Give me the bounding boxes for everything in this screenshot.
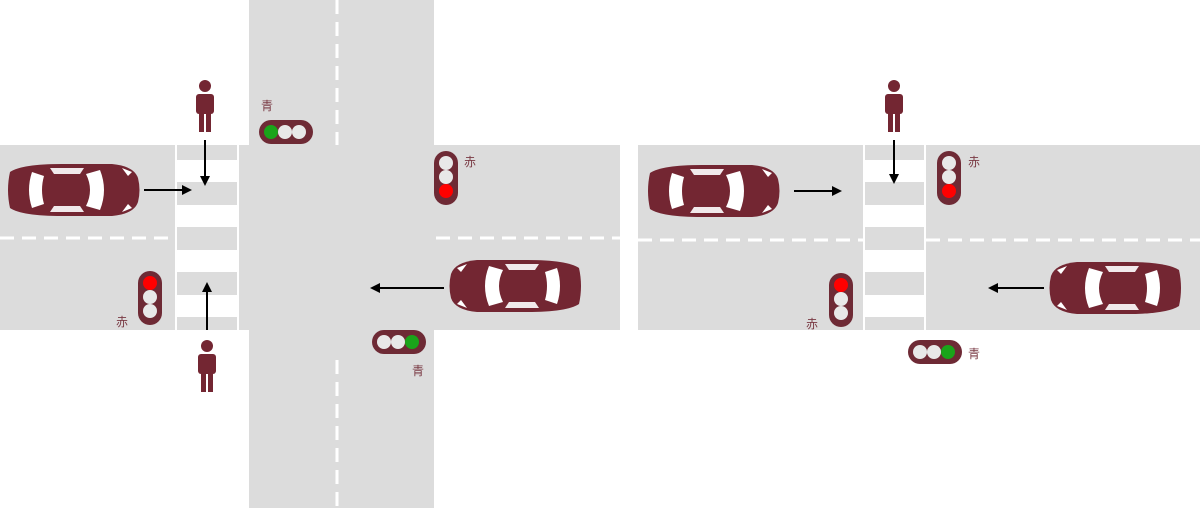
signal-label: 赤 xyxy=(968,155,980,169)
pedestrian-crossing xyxy=(885,80,903,132)
signal-label: 赤 xyxy=(116,315,128,329)
crossroad-intersection: 青 赤 赤 青 xyxy=(0,0,620,508)
signal-lamp xyxy=(143,276,157,290)
pedestrian-south xyxy=(198,340,216,392)
signal-lamp xyxy=(143,290,157,304)
signal-lamp xyxy=(834,306,848,320)
signal-lamp xyxy=(377,335,391,349)
signal-lamp xyxy=(439,184,453,198)
signal-lamp xyxy=(292,125,306,139)
signal-lamp xyxy=(439,156,453,170)
south-vehicle-signal: 青 xyxy=(372,330,426,378)
signal-lamp xyxy=(942,184,956,198)
crosswalk-pedestrian-signal: 青 xyxy=(908,340,980,364)
signal-label: 青 xyxy=(412,364,424,378)
crosswalk-vehicle-signal-top: 赤 xyxy=(937,151,980,205)
signal-label: 赤 xyxy=(806,317,818,331)
signal-lamp xyxy=(405,335,419,349)
vertical-road xyxy=(249,0,434,508)
signal-lamp xyxy=(834,278,848,292)
signal-lamp xyxy=(391,335,405,349)
signal-label: 青 xyxy=(968,347,980,361)
signal-lamp xyxy=(941,345,955,359)
pedestrian-north xyxy=(196,80,214,132)
signal-lamp xyxy=(439,170,453,184)
east-vehicle-signal: 赤 xyxy=(434,151,476,205)
signal-lamp xyxy=(942,170,956,184)
north-vehicle-signal: 青 xyxy=(259,99,313,144)
car-eastbound-lane-right xyxy=(449,260,581,312)
signal-lamp xyxy=(913,345,927,359)
signal-lamp xyxy=(278,125,292,139)
signal-label: 赤 xyxy=(464,155,476,169)
signal-lamp xyxy=(927,345,941,359)
car-westbound-lane-left xyxy=(8,164,140,216)
signal-lamp xyxy=(143,304,157,318)
mid-block-crossing: 赤 赤 青 xyxy=(638,80,1200,364)
signal-lamp xyxy=(264,125,278,139)
crosswalk-vehicle-signal-bottom: 赤 xyxy=(806,273,853,331)
car-right xyxy=(1049,262,1181,314)
signal-label: 青 xyxy=(261,99,273,113)
car-left xyxy=(648,165,780,217)
west-pedestrian-signal: 赤 xyxy=(116,271,162,329)
signal-lamp xyxy=(834,292,848,306)
signal-lamp xyxy=(942,156,956,170)
crosswalk-right xyxy=(863,145,926,330)
